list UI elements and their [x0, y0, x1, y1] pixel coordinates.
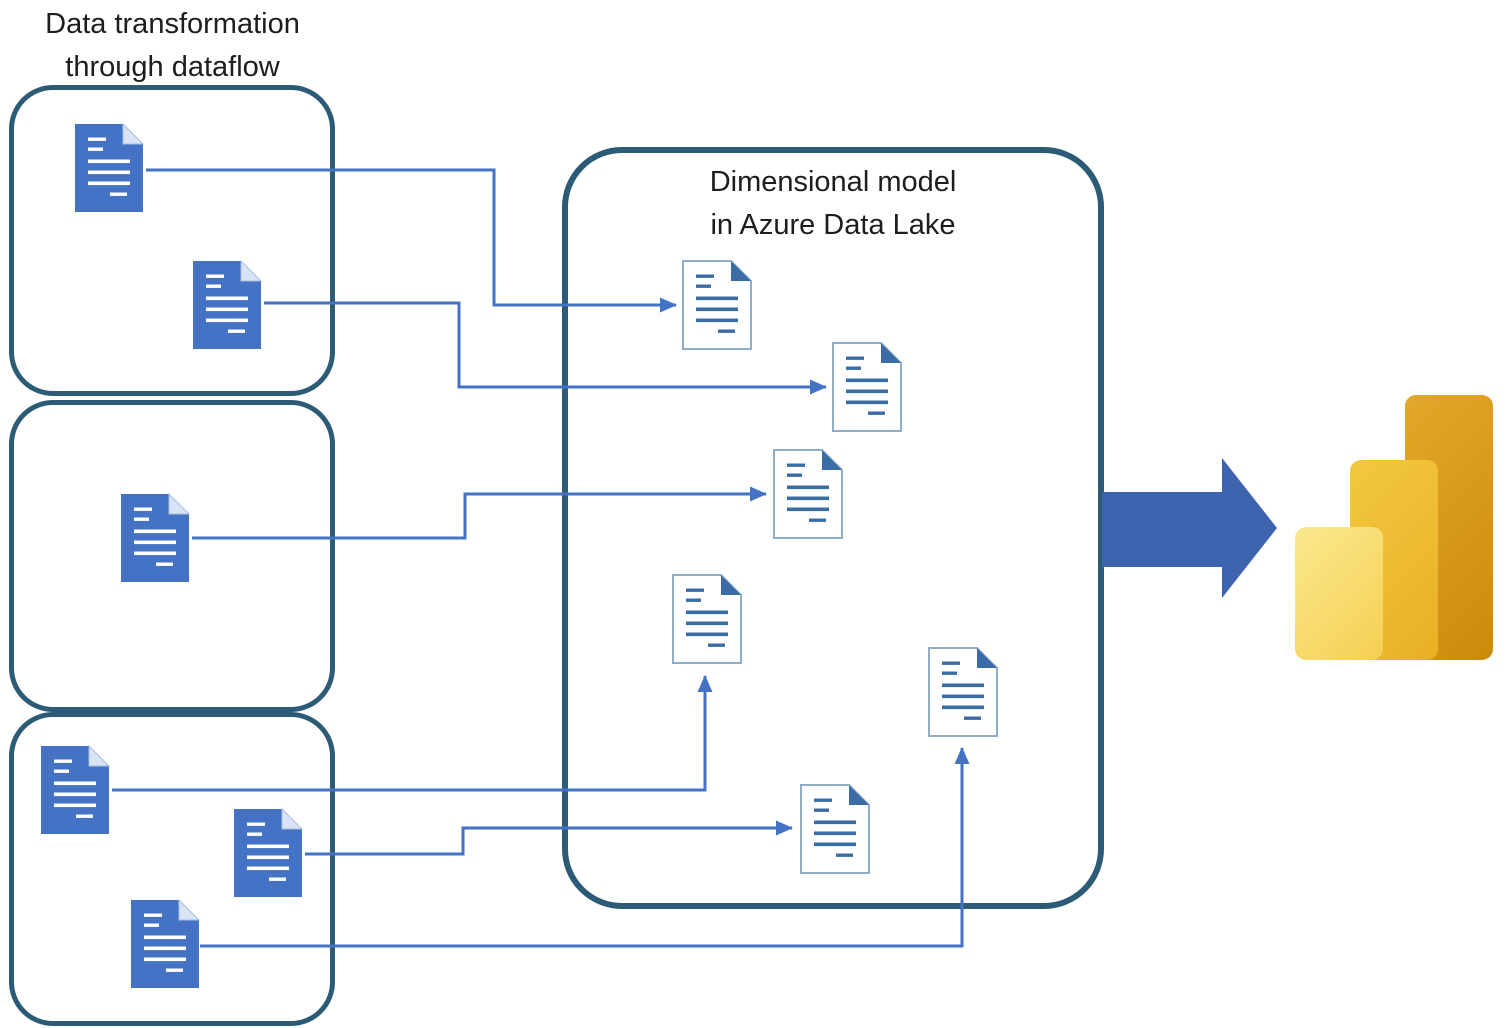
model-document-icon [682, 260, 752, 350]
model-document-icon [832, 342, 902, 432]
flow-arrow [192, 486, 767, 540]
source-document-icon [131, 899, 200, 988]
model-title-line-2: in Azure Data Lake [710, 209, 956, 241]
dataflow-group-box-2 [9, 400, 335, 712]
dataflow-group-box-3 [9, 712, 335, 1026]
dimensional-model-box: Dimensional model in Azure Data Lake [562, 147, 1104, 909]
source-document-icon [234, 808, 303, 897]
dataflow-group-box-1 [9, 85, 335, 396]
model-title-line-1: Dimensional model [709, 166, 957, 198]
model-box-title: Dimensional model in Azure Data Lake [568, 161, 1098, 247]
source-document-icon [193, 260, 262, 349]
diagram-title: Data transformation through dataflow [0, 3, 345, 89]
source-document-icon [41, 745, 110, 834]
model-document-icon [672, 574, 742, 664]
flow-arrow [305, 820, 793, 856]
model-document-icon [773, 449, 843, 539]
diagram-title-line-1: Data transformation [45, 8, 300, 40]
flow-arrow [146, 168, 677, 313]
big-arrow-icon [1102, 458, 1277, 598]
diagram-title-line-2: through dataflow [65, 51, 280, 83]
flow-arrow [200, 747, 970, 948]
powerbi-bar-short [1295, 527, 1383, 660]
source-document-icon [121, 493, 190, 582]
flow-arrow [264, 301, 827, 395]
source-document-icon [75, 123, 144, 212]
model-document-icon [800, 784, 870, 874]
model-document-icon [928, 647, 998, 737]
flow-arrow [112, 675, 713, 792]
